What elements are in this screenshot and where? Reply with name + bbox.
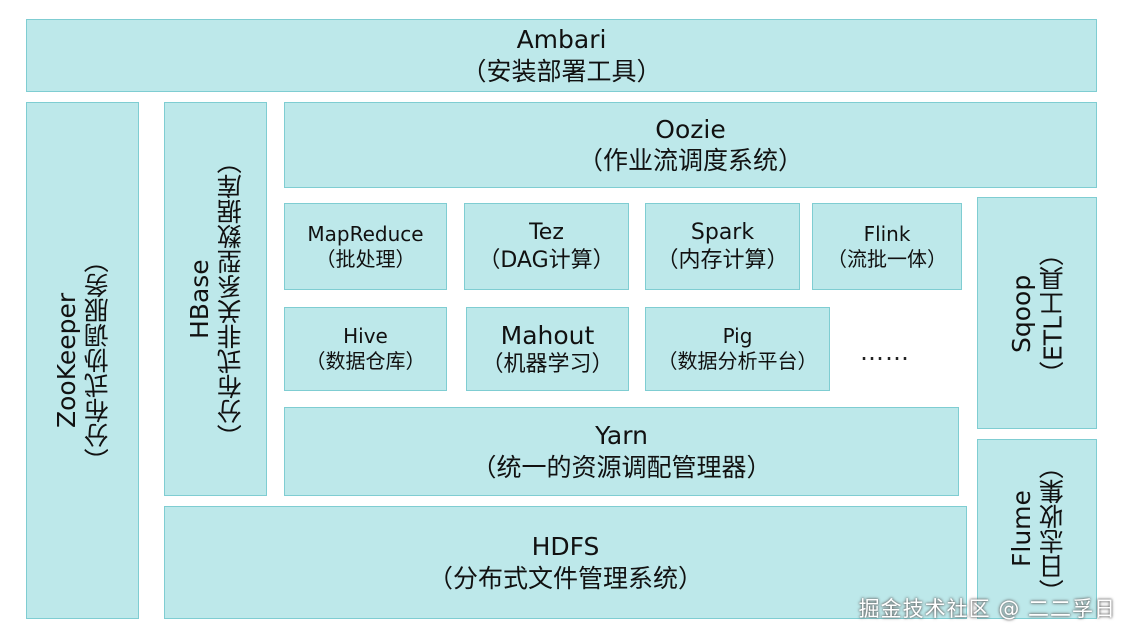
hbase-name: HBase: [185, 259, 215, 339]
pig-name: Pig: [722, 324, 753, 348]
watermark: 掘金技术社区 @ 二二孚日: [858, 597, 1116, 621]
zookeeper-name: ZooKeeper: [52, 292, 82, 429]
hdfs-box: HDFS （分布式文件管理系统）: [164, 506, 967, 619]
tez-desc: （DAG计算）: [478, 247, 615, 273]
flink-desc: （流批一体）: [827, 246, 947, 271]
mapreduce-desc: （批处理）: [315, 246, 416, 271]
pig-desc: （数据分析平台）: [657, 349, 818, 373]
flink-box: Flink （流批一体）: [812, 203, 962, 290]
ambari-desc: （安装部署工具）: [461, 56, 662, 86]
yarn-desc: （统一的资源调配管理器）: [471, 452, 772, 482]
hbase-box: HBase （分布式非关系型数据库）: [164, 102, 267, 496]
mapreduce-box: MapReduce （批处理）: [284, 203, 447, 290]
hdfs-desc: （分布式文件管理系统）: [427, 563, 703, 593]
flume-name: Flume: [1006, 490, 1036, 568]
hive-desc: （数据仓库）: [305, 349, 426, 373]
ambari-box: Ambari （安装部署工具）: [26, 19, 1097, 92]
oozie-box: Oozie （作业流调度系统）: [284, 102, 1097, 188]
flume-box: Flume （日志收集）: [977, 439, 1097, 619]
tez-box: Tez （DAG计算）: [464, 203, 629, 290]
sqoop-desc: （ETL工具）: [1038, 240, 1067, 386]
zookeeper-desc: （分布式协调服务）: [83, 248, 113, 473]
flink-name: Flink: [863, 221, 911, 246]
zookeeper-box: ZooKeeper （分布式协调服务）: [26, 102, 139, 619]
pig-box: Pig （数据分析平台）: [645, 307, 830, 391]
tez-name: Tez: [529, 220, 564, 245]
hive-box: Hive （数据仓库）: [284, 307, 447, 391]
mahout-desc: （机器学习）: [481, 351, 614, 377]
more-ellipsis: ……: [860, 338, 910, 366]
mahout-name: Mahout: [500, 320, 595, 350]
sqoop-box: Sqoop （ETL工具）: [977, 197, 1097, 429]
hive-name: Hive: [343, 324, 388, 348]
hbase-desc: （分布式非关系型数据库）: [216, 149, 246, 449]
spark-desc: （内存计算）: [656, 247, 789, 273]
sqoop-name: Sqoop: [1006, 273, 1036, 353]
mapreduce-name: MapReduce: [307, 221, 424, 246]
oozie-name: Oozie: [655, 114, 726, 144]
yarn-box: Yarn （统一的资源调配管理器）: [284, 407, 959, 496]
spark-name: Spark: [690, 220, 755, 245]
ambari-name: Ambari: [516, 25, 607, 55]
flume-desc: （日志收集）: [1038, 454, 1067, 604]
hdfs-name: HDFS: [531, 532, 600, 562]
yarn-name: Yarn: [595, 421, 648, 451]
mahout-box: Mahout （机器学习）: [466, 307, 629, 391]
oozie-desc: （作业流调度系统）: [577, 146, 803, 175]
spark-box: Spark （内存计算）: [645, 203, 800, 290]
